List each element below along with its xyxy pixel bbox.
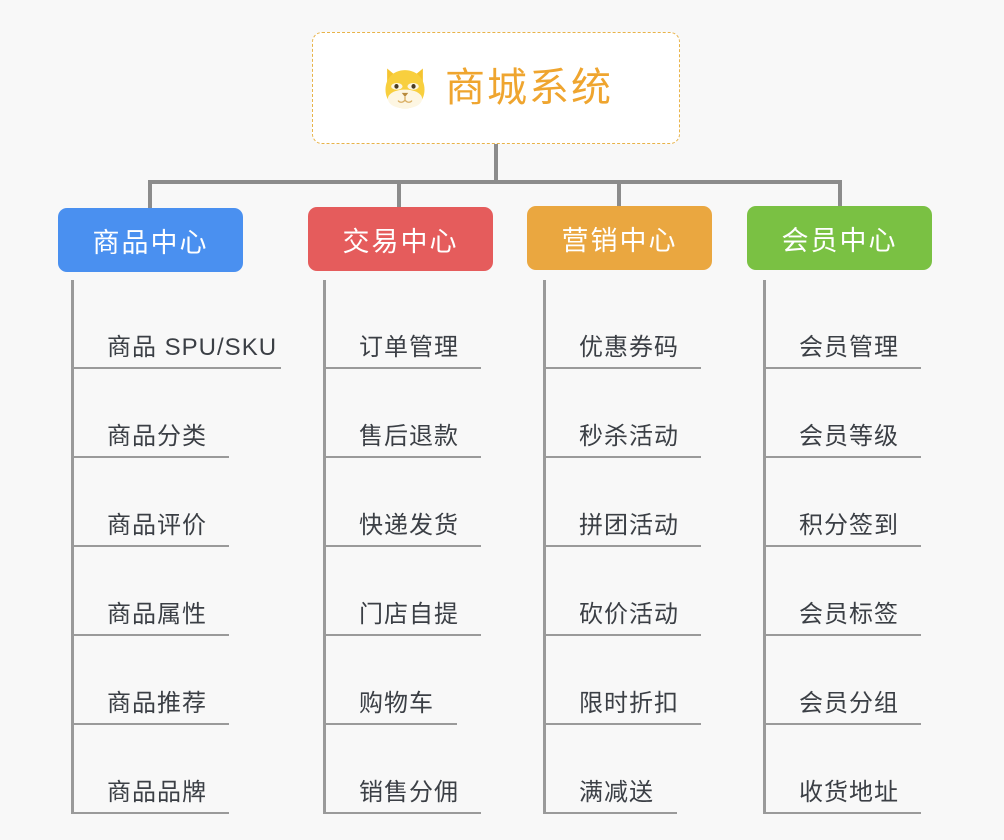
branch-item[interactable]: 会员等级 bbox=[766, 369, 921, 458]
branch-item-label: 秒杀活动 bbox=[579, 422, 679, 450]
branch-item-label: 商品推荐 bbox=[107, 689, 207, 717]
branch-item-label: 商品分类 bbox=[107, 422, 207, 450]
connector-drop-marketing-center bbox=[617, 180, 621, 210]
branch-item[interactable]: 商品属性 bbox=[74, 547, 229, 636]
branch-item-label: 限时折扣 bbox=[579, 689, 679, 717]
branch-item[interactable]: 销售分佣 bbox=[326, 725, 481, 814]
branch-item-label: 会员分组 bbox=[799, 689, 899, 717]
branch-item-label: 优惠券码 bbox=[579, 333, 679, 361]
branch-item[interactable]: 门店自提 bbox=[326, 547, 481, 636]
branch-item[interactable]: 会员管理 bbox=[766, 280, 921, 369]
branch-item[interactable]: 商品评价 bbox=[74, 458, 229, 547]
branch-item-label: 满减送 bbox=[579, 778, 654, 806]
branch-item[interactable]: 会员标签 bbox=[766, 547, 921, 636]
branch-item[interactable]: 秒杀活动 bbox=[546, 369, 701, 458]
branch-item[interactable]: 会员分组 bbox=[766, 636, 921, 725]
branch-item[interactable]: 限时折扣 bbox=[546, 636, 701, 725]
branch-item[interactable]: 拼团活动 bbox=[546, 458, 701, 547]
branch-item-label: 购物车 bbox=[359, 689, 434, 717]
category-header-product-center[interactable]: 商品中心 bbox=[58, 208, 243, 272]
branch-item-label: 会员管理 bbox=[799, 333, 899, 361]
branch-item-label: 销售分佣 bbox=[359, 778, 459, 806]
category-title-trade-center: 交易中心 bbox=[342, 226, 459, 257]
category-header-trade-center[interactable]: 交易中心 bbox=[308, 207, 493, 271]
branch-item[interactable]: 商品品牌 bbox=[74, 725, 229, 814]
branch-item[interactable]: 满减送 bbox=[546, 725, 677, 814]
branch-item[interactable]: 售后退款 bbox=[326, 369, 481, 458]
branch-item[interactable]: 购物车 bbox=[326, 636, 457, 725]
branch-item-label: 商品 SPU/SKU bbox=[107, 333, 278, 361]
branch-item[interactable]: 快递发货 bbox=[326, 458, 481, 547]
category-header-member-center[interactable]: 会员中心 bbox=[747, 206, 932, 270]
branch-item[interactable]: 砍价活动 bbox=[546, 547, 701, 636]
branch-item[interactable]: 商品推荐 bbox=[74, 636, 229, 725]
branch-column-marketing-center: 优惠券码 秒杀活动 拼团活动 砍价活动 限时折扣 满减送 bbox=[543, 280, 701, 814]
branch-item-label: 会员标签 bbox=[799, 600, 899, 628]
category-title-member-center: 会员中心 bbox=[781, 225, 898, 256]
branch-item-label: 商品属性 bbox=[107, 600, 207, 628]
branch-item[interactable]: 商品 SPU/SKU bbox=[74, 280, 281, 369]
branch-item[interactable]: 积分签到 bbox=[766, 458, 921, 547]
root-node-title: 商城系统 bbox=[445, 66, 613, 110]
category-title-product-center: 商品中心 bbox=[92, 227, 209, 258]
branch-item-label: 快递发货 bbox=[359, 511, 459, 539]
branch-item-label: 拼团活动 bbox=[579, 511, 679, 539]
branch-item-label: 商品评价 bbox=[107, 511, 207, 539]
shiba-dog-icon bbox=[385, 68, 425, 109]
connector-horizontal-bus bbox=[148, 180, 842, 184]
branch-column-trade-center: 订单管理 售后退款 快递发货 门店自提 购物车 销售分佣 bbox=[323, 280, 481, 814]
branch-item[interactable]: 订单管理 bbox=[326, 280, 481, 369]
branch-item-label: 会员等级 bbox=[799, 422, 899, 450]
category-header-marketing-center[interactable]: 营销中心 bbox=[527, 206, 712, 270]
branch-column-member-center: 会员管理 会员等级 积分签到 会员标签 会员分组 收货地址 bbox=[763, 280, 921, 814]
branch-item[interactable]: 优惠券码 bbox=[546, 280, 701, 369]
connector-drop-product-center bbox=[148, 180, 152, 210]
connector-drop-member-center bbox=[838, 180, 842, 210]
branch-item-label: 商品品牌 bbox=[107, 778, 207, 806]
connector-drop-trade-center bbox=[397, 180, 401, 210]
branch-item-label: 积分签到 bbox=[799, 511, 899, 539]
connector-root-stub bbox=[494, 144, 498, 182]
branch-item-label: 门店自提 bbox=[359, 600, 459, 628]
branch-item-label: 收货地址 bbox=[799, 778, 899, 806]
branch-item-label: 砍价活动 bbox=[579, 600, 679, 628]
branch-item[interactable]: 收货地址 bbox=[766, 725, 921, 814]
branch-item[interactable]: 商品分类 bbox=[74, 369, 229, 458]
category-title-marketing-center: 营销中心 bbox=[561, 225, 678, 256]
branch-item-label: 订单管理 bbox=[359, 333, 459, 361]
branch-column-product-center: 商品 SPU/SKU 商品分类 商品评价 商品属性 商品推荐 商品品牌 bbox=[71, 280, 281, 814]
branch-item-label: 售后退款 bbox=[359, 422, 459, 450]
root-node-shop-system[interactable]: 商城系统 bbox=[312, 32, 680, 144]
